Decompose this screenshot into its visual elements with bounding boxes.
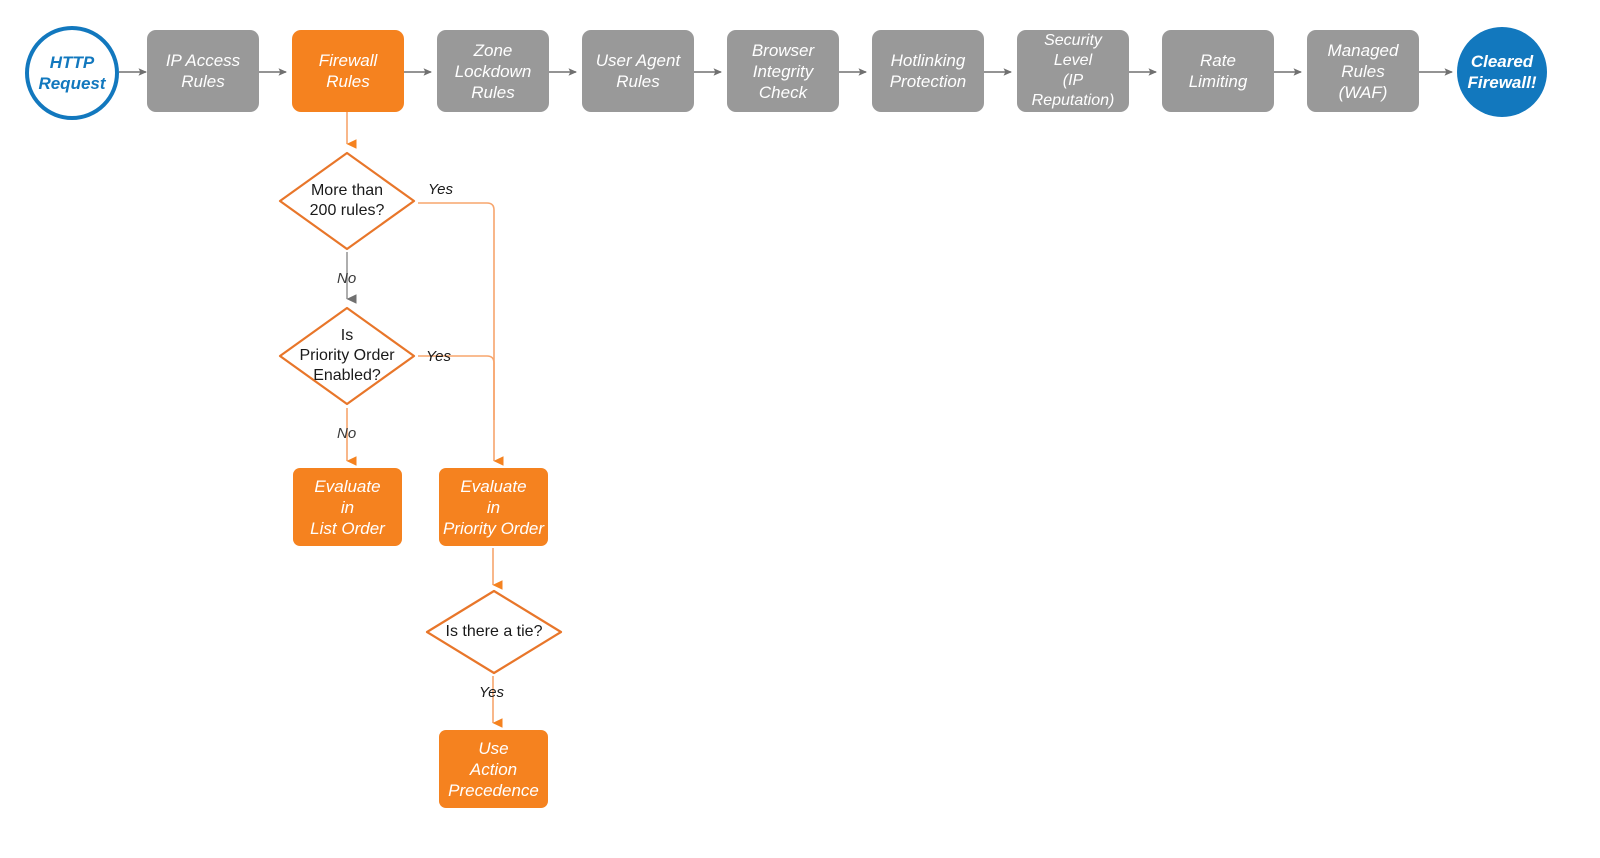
node-evaluate-in-priority-order[interactable]: Evaluate in Priority Order — [439, 468, 548, 546]
node-ip-access-rules[interactable]: IP Access Rules — [147, 30, 259, 112]
node-user-agent-rules[interactable]: User Agent Rules — [582, 30, 694, 112]
node-cleared-firewall[interactable]: Cleared Firewall! — [1457, 27, 1547, 117]
edge-label-priority-order-no: No — [337, 425, 357, 442]
node-label: Evaluate in List Order — [310, 476, 385, 538]
node-is-there-a-tie[interactable]: Is there a tie? — [424, 588, 564, 676]
node-label: Security Level (IP Reputation) — [1031, 32, 1115, 109]
node-label: User Agent Rules — [595, 51, 681, 91]
node-firewall-rules[interactable]: Firewall Rules — [292, 30, 404, 112]
node-label: Evaluate in Priority Order — [442, 476, 545, 538]
node-label: More than 200 rules? — [309, 182, 385, 219]
node-label: Use Action Precedence — [448, 738, 539, 800]
node-label: Browser Integrity Check — [751, 40, 815, 102]
node-hotlinking-protection[interactable]: Hotlinking Protection — [872, 30, 984, 112]
node-http-request[interactable]: HTTP Request — [25, 26, 119, 120]
node-security-level[interactable]: Security Level (IP Reputation) — [1017, 30, 1129, 112]
node-label: Is Priority Order Enabled? — [299, 327, 395, 384]
node-label: Rate Limiting — [1188, 51, 1248, 91]
node-label: HTTP Request — [38, 53, 106, 93]
edge-label-more-than-200-yes: Yes — [428, 181, 454, 198]
node-rate-limiting[interactable]: Rate Limiting — [1162, 30, 1274, 112]
node-use-action-precedence[interactable]: Use Action Precedence — [439, 730, 548, 808]
diamond-shape — [278, 151, 416, 251]
node-is-priority-order-enabled[interactable]: Is Priority Order Enabled? — [277, 305, 417, 407]
node-zone-lockdown-rules[interactable]: Zone Lockdown Rules — [437, 30, 549, 112]
edge-label-more-than-200-no: No — [337, 270, 357, 287]
edge-d1-yes-to-priority — [418, 202, 504, 466]
edge-d2-yes-to-priority — [418, 355, 495, 420]
diamond-shape — [278, 306, 416, 406]
node-label: Firewall Rules — [318, 51, 378, 91]
node-label: Managed Rules (WAF) — [1327, 40, 1399, 102]
node-label: Zone Lockdown Rules — [454, 40, 532, 102]
node-browser-integrity-check[interactable]: Browser Integrity Check — [727, 30, 839, 112]
node-label: IP Access Rules — [165, 51, 241, 91]
node-label: Is there a tie? — [445, 623, 543, 640]
node-label: Cleared Firewall! — [1467, 52, 1537, 92]
node-more-than-200-rules[interactable]: More than 200 rules? — [277, 150, 417, 252]
edge-label-tie-yes: Yes — [479, 684, 505, 701]
diamond-shape — [425, 589, 563, 675]
node-managed-rules-waf[interactable]: Managed Rules (WAF) — [1307, 30, 1419, 112]
node-label: Hotlinking Protection — [889, 51, 967, 91]
node-evaluate-in-list-order[interactable]: Evaluate in List Order — [293, 468, 402, 546]
edge-label-priority-order-yes: Yes — [426, 348, 452, 365]
